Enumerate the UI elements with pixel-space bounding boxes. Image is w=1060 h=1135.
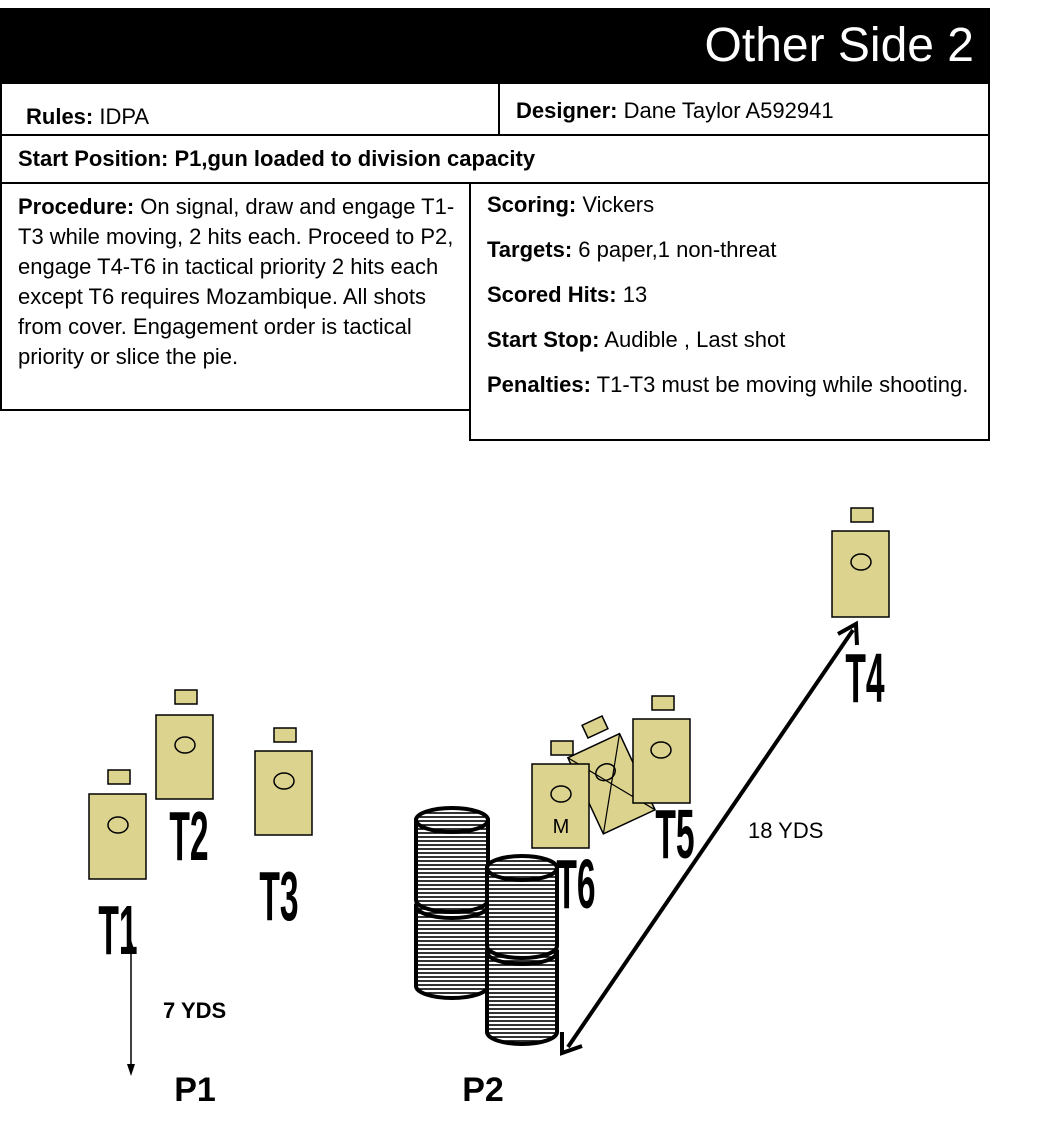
rules-field: Rules: IDPA xyxy=(26,102,149,132)
distance-label-18yds: 18 YDS xyxy=(748,818,823,843)
scored-hits-value: 13 xyxy=(616,282,648,307)
start-stop-label: Start Stop: xyxy=(487,327,600,352)
target-t6: M xyxy=(531,740,590,849)
stage-title: Other Side 2 xyxy=(704,19,974,72)
label-t2: T2 xyxy=(169,798,208,876)
label-t4: T4 xyxy=(845,640,885,718)
penalties-label: Penalties: xyxy=(487,372,591,397)
row-divider xyxy=(498,84,500,136)
scored-hits-line: Scored Hits: 13 xyxy=(487,280,974,310)
targets-label: Targets: xyxy=(487,237,573,262)
start-stop-line: Start Stop: Audible , Last shot xyxy=(487,325,974,355)
position-p2: P2 xyxy=(462,1071,504,1109)
barrel-cover xyxy=(414,806,559,1046)
target-t4 xyxy=(831,507,890,618)
distance-label-7yds: 7 YDS xyxy=(163,998,226,1023)
targets-line: Targets: 6 paper,1 non-threat xyxy=(487,235,974,265)
designer-label: Designer: xyxy=(516,98,618,123)
targets-value: 6 paper,1 non-threat xyxy=(572,237,777,262)
start-position-field: Start Position: P1,gun loaded to divisio… xyxy=(18,144,535,174)
scoring-label: Scoring: xyxy=(487,192,577,217)
target-t5 xyxy=(632,695,691,804)
position-p1: P1 xyxy=(174,1071,216,1109)
start-value: P1,gun loaded to division capacity xyxy=(168,146,536,171)
rules-value: IDPA xyxy=(93,104,150,129)
scoring-line: Scoring: Vickers xyxy=(487,190,974,220)
distance-arrow-18yds xyxy=(560,620,859,1056)
start-stop-value: Audible , Last shot xyxy=(599,327,786,352)
label-t5: T5 xyxy=(655,796,694,874)
label-t6: T6 xyxy=(556,846,595,924)
label-t1: T1 xyxy=(98,892,137,970)
target-t1 xyxy=(88,769,147,880)
penalties-line: Penalties: T1-T3 must be moving while sh… xyxy=(487,370,974,400)
scored-hits-label: Scored Hits: xyxy=(487,282,617,307)
procedure-value: On signal, draw and engage T1-T3 while m… xyxy=(18,194,455,369)
start-label: Start Position: xyxy=(18,146,169,171)
stage-header: Other Side 2 xyxy=(0,8,990,82)
procedure-label: Procedure: xyxy=(18,194,135,219)
designer-value: Dane Taylor A592941 xyxy=(617,98,834,123)
procedure-box: Procedure: On signal, draw and engage T1… xyxy=(0,182,471,411)
penalties-value: T1-T3 must be moving while shooting. xyxy=(590,372,969,397)
procedure-text: Procedure: On signal, draw and engage T1… xyxy=(18,192,455,372)
start-position-row: Start Position: P1,gun loaded to divisio… xyxy=(0,134,990,184)
target-t3 xyxy=(254,727,313,836)
designer-field: Designer: Dane Taylor A592941 xyxy=(516,96,834,126)
t6-mozambique-mark: M xyxy=(553,816,570,838)
label-t3: T3 xyxy=(259,858,298,936)
scoring-value: Vickers xyxy=(576,192,655,217)
rules-label: Rules: xyxy=(26,104,94,129)
distance-arrow-7yds xyxy=(127,940,135,1076)
target-t2 xyxy=(155,689,214,800)
scoring-box: Scoring: Vickers Targets: 6 paper,1 non-… xyxy=(469,182,990,441)
